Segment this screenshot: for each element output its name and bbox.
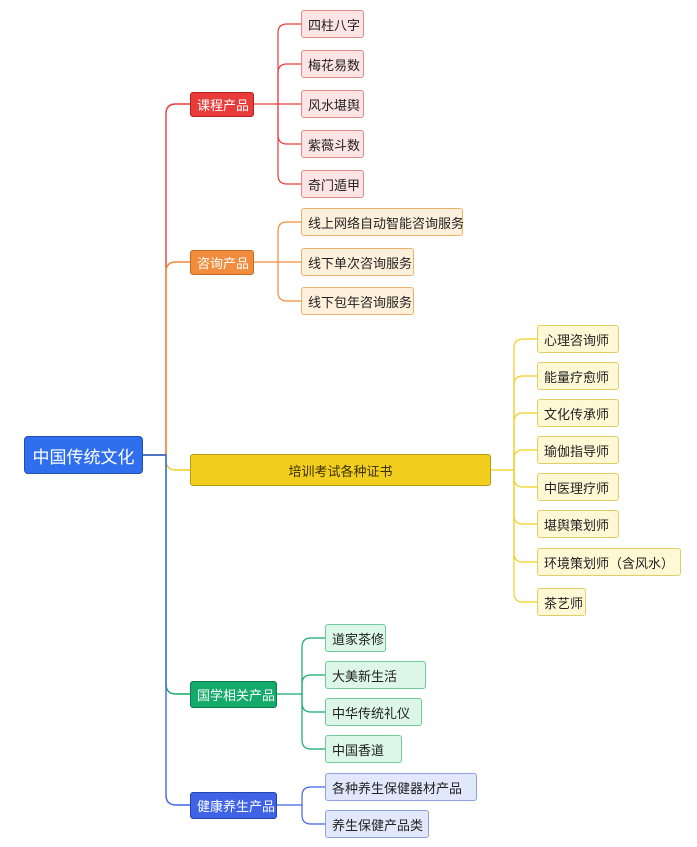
branch-training-certificates[interactable]: 培训考试各种证书 [190, 454, 491, 486]
branch-course-products[interactable]: 课程产品 [190, 92, 254, 117]
leaf-health-2[interactable]: 养生保健产品类 [325, 810, 429, 838]
branch-guoxue-products[interactable]: 国学相关产品 [190, 681, 277, 708]
leaf-course-4[interactable]: 紫薇斗数 [301, 130, 364, 158]
connectors-b2 [254, 221, 301, 302]
leaf-consulting-1[interactable]: 线上网络自动智能咨询服务 [301, 208, 464, 236]
branch-consulting-products[interactable]: 咨询产品 [190, 250, 254, 275]
connector-root-b1 [143, 103, 190, 456]
leaf-health-1[interactable]: 各种养生保健器材产品 [325, 773, 477, 801]
leaf-cert-8[interactable]: 茶艺师 [537, 588, 586, 616]
leaf-cert-2[interactable]: 能量疗愈师 [537, 362, 619, 390]
connectors-b3 [491, 338, 537, 603]
leaf-consulting-3[interactable]: 线下包年咨询服务 [301, 287, 414, 315]
leaf-guoxue-4[interactable]: 中国香道 [325, 735, 402, 763]
connectors-b1 [254, 23, 301, 185]
leaf-cert-6[interactable]: 堪舆策划师 [537, 510, 619, 538]
leaf-cert-5[interactable]: 中医理疗师 [537, 473, 619, 501]
leaf-course-3[interactable]: 风水堪舆 [301, 90, 364, 118]
root-node[interactable]: 中国传统文化 [24, 436, 143, 474]
leaf-cert-4[interactable]: 瑜伽指导师 [537, 436, 619, 464]
connector-root-b5 [143, 454, 190, 806]
leaf-course-2[interactable]: 梅花易数 [301, 50, 364, 78]
leaf-cert-7[interactable]: 环境策划师（含风水） [537, 548, 681, 576]
leaf-cert-1[interactable]: 心理咨询师 [537, 325, 619, 353]
leaf-consulting-2[interactable]: 线下单次咨询服务 [301, 248, 414, 276]
branch-health-products[interactable]: 健康养生产品 [190, 792, 277, 819]
leaf-cert-3[interactable]: 文化传承师 [537, 399, 619, 427]
leaf-guoxue-2[interactable]: 大美新生活 [325, 661, 426, 689]
connectors-b4 [277, 637, 325, 750]
connectors-b5 [277, 786, 325, 825]
leaf-guoxue-1[interactable]: 道家茶修 [325, 624, 386, 652]
connector-root-b2 [143, 261, 190, 456]
leaf-guoxue-3[interactable]: 中华传统礼仪 [325, 698, 422, 726]
leaf-course-1[interactable]: 四柱八字 [301, 10, 364, 38]
leaf-course-5[interactable]: 奇门遁甲 [301, 170, 364, 198]
